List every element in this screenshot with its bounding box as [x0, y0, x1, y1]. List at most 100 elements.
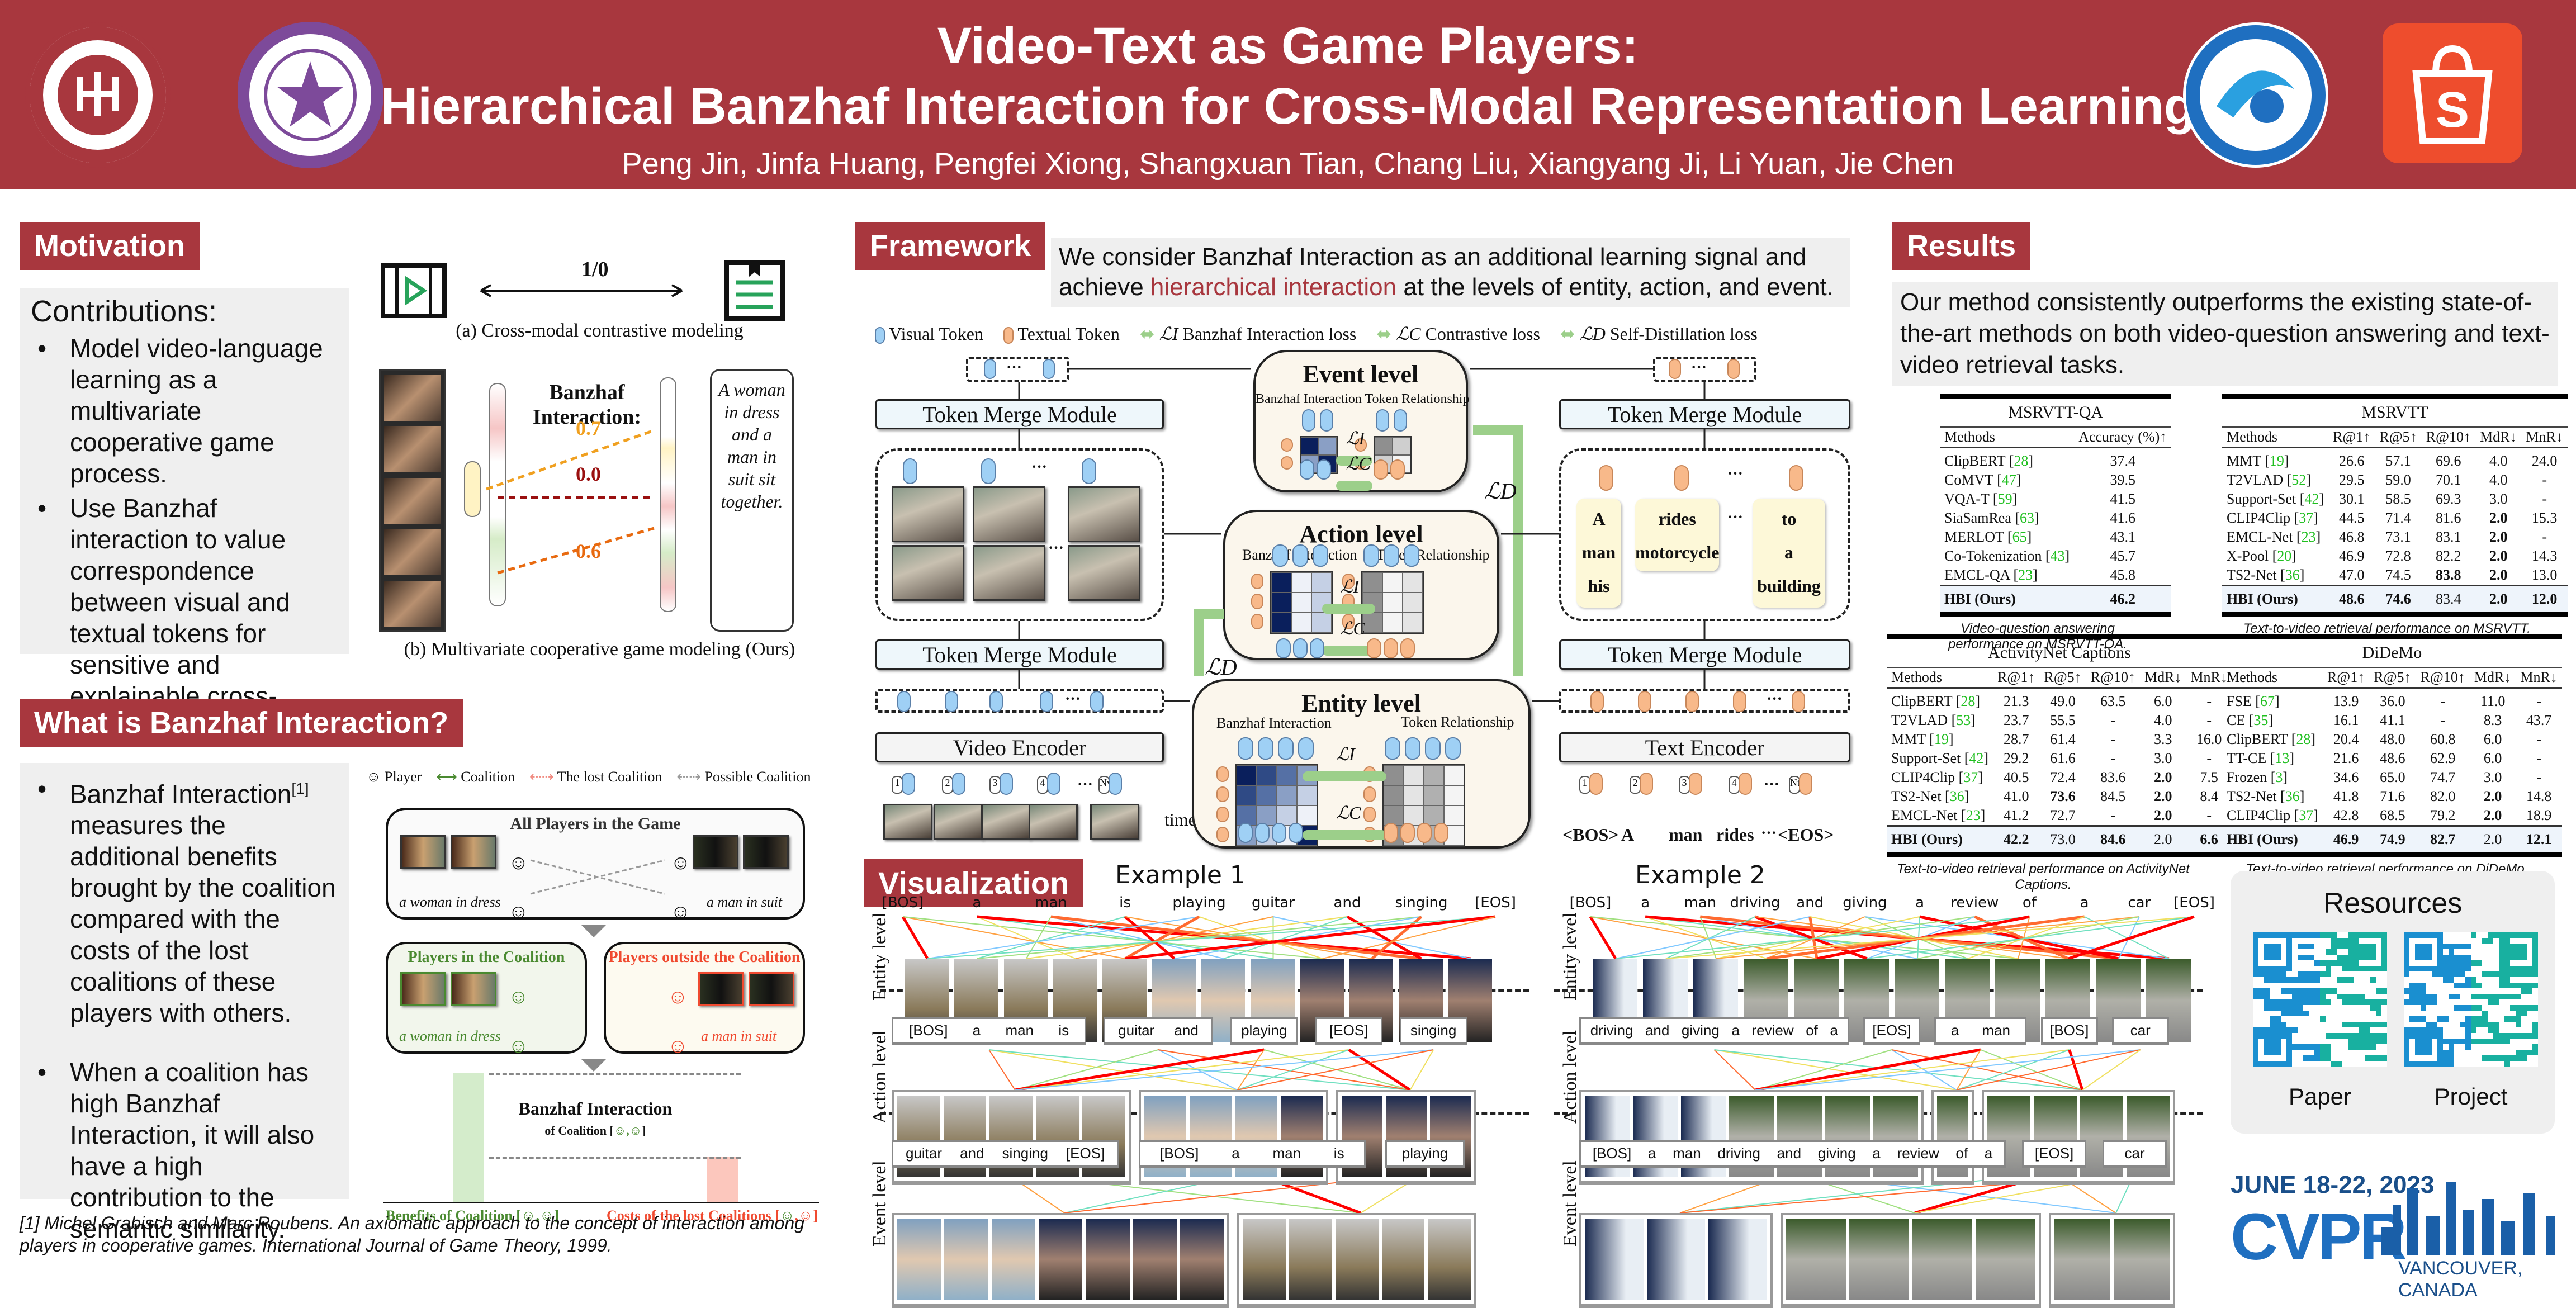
citation-ref: 42	[2304, 491, 2319, 507]
ld-label: ℒD	[1484, 478, 1517, 504]
project-link[interactable]: Project	[2434, 1083, 2508, 1110]
citation-sup: [1]	[291, 780, 309, 797]
visual-token-bar	[489, 383, 506, 606]
table-cell: 57.1	[2385, 453, 2411, 469]
input-word: A	[1621, 824, 1635, 845]
input-word: rides	[1716, 824, 1754, 845]
textual-token	[1367, 638, 1381, 658]
heatmap-cell	[1277, 765, 1297, 785]
textual-token	[1669, 359, 1681, 379]
alignment-line	[1956, 1049, 2070, 1091]
table-cell: 59.0	[2385, 472, 2411, 488]
alignment-line	[977, 916, 1076, 959]
benefits-bar	[453, 1073, 484, 1202]
frame-group	[892, 1090, 1131, 1185]
table-cell: -	[2440, 693, 2446, 709]
authors: Peng Jin, Jinfa Huang, Pengfei Xiong, Sh…	[622, 147, 1954, 181]
visual-token	[1278, 737, 1294, 760]
visual-token	[1300, 459, 1314, 480]
textual-token	[1400, 823, 1415, 843]
benefits-label: Benefits of Coalition [☺,☺]	[386, 1207, 560, 1224]
table-cell: 41.1	[2380, 712, 2405, 728]
alignment-line	[1199, 916, 1323, 959]
heatmap-cell	[1403, 572, 1423, 593]
textual-token	[1251, 574, 1263, 589]
heatmap-cell	[1382, 593, 1403, 613]
alignment-line	[1891, 1049, 2083, 1091]
group-word: a	[972, 1022, 981, 1039]
alignment-line	[1755, 1049, 1892, 1091]
visual-token	[1404, 544, 1419, 567]
alignment-line	[1615, 916, 2030, 959]
visual-token	[1425, 737, 1441, 760]
table-row: VQA-T [59]41.5	[1940, 490, 2171, 509]
frame-index: 2	[942, 776, 953, 794]
table-cell: 8.4	[2200, 788, 2218, 804]
video-frame	[384, 375, 441, 421]
visual-token	[897, 691, 911, 712]
project-qr-code[interactable]	[2404, 932, 2538, 1067]
woman-caption: a woman in dress	[399, 1028, 501, 1044]
ours-cell: 12.1	[2516, 825, 2562, 855]
alignment-line	[1124, 915, 1200, 960]
entity-word: and	[1796, 894, 1824, 911]
visual-token	[1445, 737, 1461, 760]
lc-loss-arrow	[1336, 481, 1372, 491]
heatmap-cell	[1319, 437, 1337, 455]
paper-link[interactable]: Paper	[2288, 1083, 2352, 1110]
costs-label: Costs of the lost Coalitions [☺,☺]	[607, 1207, 818, 1224]
visual-token	[902, 773, 915, 795]
table-cell: -	[2542, 472, 2547, 488]
group-word: singing	[1002, 1145, 1048, 1162]
citation-ref: 13	[2275, 750, 2290, 766]
visual-token	[1272, 823, 1286, 843]
group-word: and	[1777, 1145, 1802, 1162]
footnote: [1] Michel Grabisch and Marc Roubens. An…	[20, 1213, 805, 1255]
textual-token	[1384, 823, 1398, 843]
table-cell: 16.0	[2196, 731, 2222, 747]
contrastive-label: 1/0	[581, 258, 609, 281]
video-frame	[1585, 1219, 1644, 1300]
legend-player: ☺ Player	[366, 769, 422, 785]
group-word: man	[1272, 1145, 1301, 1162]
heatmap-cell	[1384, 765, 1404, 785]
lc-loss-arrow	[1322, 646, 1375, 656]
method-name: SiaSamRea [63]	[1944, 510, 2039, 526]
table-row: CoMVT [47]39.5	[1940, 471, 2171, 490]
banzhaf-text-box: Banzhaf Interaction[1] measures the addi…	[20, 763, 349, 1243]
textual-token	[1281, 456, 1293, 470]
heatmap-cell	[1382, 572, 1403, 593]
heatmap-cell	[1362, 572, 1382, 593]
dashed-level	[489, 1073, 741, 1075]
banzhaf-bullet: Banzhaf Interaction[1] measures the addi…	[31, 773, 338, 1029]
table-cell: 13.9	[2333, 693, 2359, 709]
correspondence-arrows	[486, 429, 655, 575]
visual-token	[984, 359, 996, 379]
ellipsis: ···	[1048, 539, 1064, 557]
group-word: review	[1897, 1145, 1939, 1162]
paper-qr-code[interactable]	[2253, 932, 2387, 1067]
table-cell: 6.0	[2483, 731, 2502, 747]
motivation-figure: 1/0 (a) Cross-modal contrastive modeling…	[369, 254, 830, 660]
video-frame	[451, 972, 496, 1006]
entity-word: a	[972, 894, 982, 911]
text-token-bar	[660, 377, 676, 612]
method-name: EMCL-Net [23]	[2227, 529, 2321, 545]
table-row: SiaSamRea [63]41.6	[1940, 509, 2171, 528]
column-header: Methods	[1887, 667, 1993, 689]
table-title: MSRVTT	[2222, 396, 2568, 428]
table-cell: 8.3	[2483, 712, 2502, 728]
text-entity-tokens	[1559, 689, 1850, 713]
alignment-line	[901, 916, 929, 960]
video-frame	[1912, 1219, 1972, 1300]
visual-token	[1293, 638, 1308, 658]
banzhaf-bullet: When a coalition has high Banzhaf Intera…	[31, 1056, 338, 1244]
citation-ref: 23	[2018, 567, 2033, 583]
